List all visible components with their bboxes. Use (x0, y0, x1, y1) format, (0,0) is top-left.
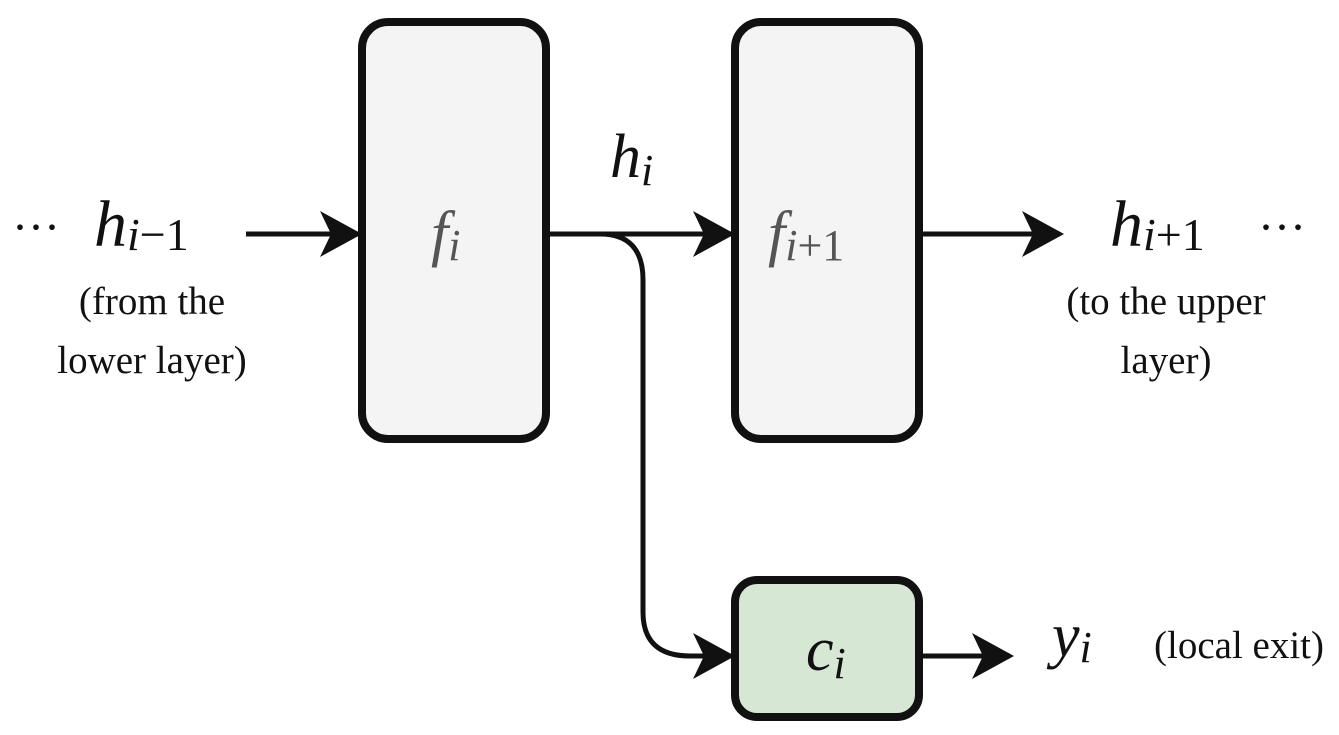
input-h-symbol: h (94, 188, 127, 261)
hidden-state-label: hi (610, 123, 653, 195)
input-hidden-label: hi−1 (94, 188, 189, 261)
output-hidden-label: hi+1 (1110, 188, 1205, 261)
classifier-block-c-i (731, 576, 923, 721)
f-next-subscript-i: i (785, 221, 797, 270)
classifier-subscript: i (834, 639, 846, 688)
block-f-i (358, 18, 550, 443)
exit-output-label: yi (1046, 602, 1092, 672)
input-subscript-op: −1 (140, 209, 189, 260)
arrowhead-f-next (693, 211, 735, 257)
input-note-line1: (from the (79, 280, 225, 323)
f-i-subscript: i (448, 221, 460, 270)
arrowhead-output (1022, 211, 1064, 257)
classifier-label: ci (806, 616, 846, 688)
input-note-line2: lower layer) (57, 339, 246, 382)
exit-subscript: i (1080, 623, 1092, 672)
classifier-c-symbol: c (806, 616, 834, 684)
arrowhead-input (320, 211, 362, 257)
arrowhead-exit (972, 633, 1014, 679)
input-subscript-i: i (127, 209, 140, 260)
output-note-line1: (to the upper (1066, 280, 1265, 323)
exit-y-symbol: y (1046, 602, 1080, 670)
output-ellipsis: ··· (1258, 201, 1306, 254)
output-note-line2: layer) (1121, 339, 1212, 382)
input-ellipsis: ··· (12, 201, 60, 254)
f-next-subscript-op: +1 (797, 221, 844, 270)
output-subscript-i: i (1143, 209, 1156, 260)
arrowhead-classifier (693, 633, 735, 679)
output-subscript-op: +1 (1156, 209, 1205, 260)
branch-to-classifier (599, 231, 731, 659)
hidden-subscript: i (641, 146, 653, 195)
hidden-h-symbol: h (610, 123, 641, 191)
exit-note: (local exit) (1154, 624, 1324, 667)
output-h-symbol: h (1110, 188, 1143, 261)
block-f-i-plus-1 (731, 18, 923, 443)
